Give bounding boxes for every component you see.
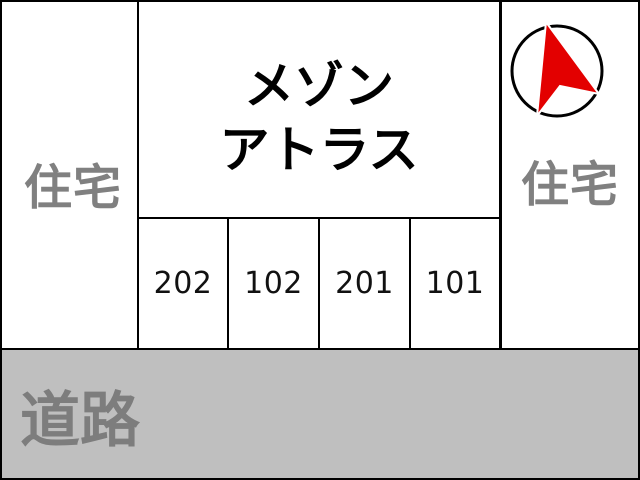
building-name: メゾン アトラス (137, 54, 501, 182)
road-label: 道路 (20, 386, 140, 456)
building-block (137, 0, 501, 220)
right-residential-label: 住宅 (521, 157, 620, 213)
left-residential-label: 住宅 (24, 160, 123, 216)
residential-lot-left (0, 0, 140, 350)
building-name-line-1: メゾン (244, 57, 394, 115)
road-area (0, 348, 640, 480)
north-arrow-icon: N (510, 19, 604, 120)
building-name-line-2: アトラス (219, 121, 419, 179)
unit-201: 201 (318, 217, 411, 350)
north-arrow-pointer (535, 19, 602, 120)
unit-grid: 202 102 201 101 (137, 217, 501, 350)
unit-202: 202 (137, 217, 229, 350)
north-label: N (555, 26, 565, 40)
unit-102: 102 (227, 217, 320, 350)
unit-101: 101 (409, 217, 501, 350)
